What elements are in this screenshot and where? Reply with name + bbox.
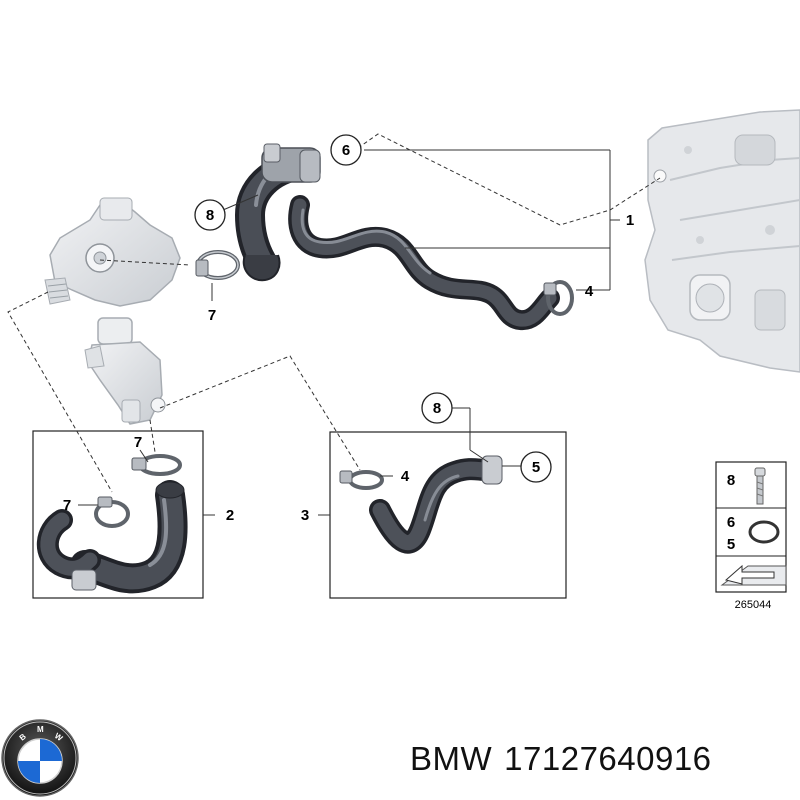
diagram-reference-number: 265044 [735,599,772,611]
hose-clamp-top [195,250,240,280]
legend-item-6: 6 [727,514,735,531]
callout-4-mid: 4 [401,468,410,485]
svg-text:8: 8 [433,400,441,417]
thermostat-housing [84,317,166,425]
svg-text:6: 6 [342,142,350,159]
legend-item-8: 8 [727,472,735,489]
part-number: 17127640916 [504,740,712,777]
callout-6: 6 [330,134,362,166]
arrow-icon [720,564,787,586]
callout-2: 2 [226,507,234,524]
callout-7-box-a: 7 [134,434,142,451]
hose-clamp-box3 [339,470,384,490]
hose-clamp-box2-b [94,496,130,528]
leader-lines [7,133,661,516]
engine-block [644,109,800,373]
callout-5: 5 [520,451,552,483]
bmw-logo: B M W [1,719,79,797]
callout-7-top: 7 [208,307,216,324]
callout-4-top: 4 [585,283,594,300]
svg-text:B: B [18,732,28,743]
callout-3: 3 [301,507,309,524]
hose-part-3 [369,455,503,554]
hose-clamp-box2-a [131,454,182,476]
legend-panel: 8 6 5 [715,461,787,593]
hose-clamp-right [543,280,574,316]
callout-1: 1 [626,212,634,229]
svg-text:5: 5 [532,459,540,476]
brand-part-number-line: BMW 17127640916 [410,740,795,786]
legend-item-5: 5 [727,536,735,553]
callout-8-mid: 8 [421,392,453,424]
upper-hose [234,143,560,331]
o-ring-icon [748,520,780,544]
brand-name: BMW [410,740,493,777]
hose-part-2 [36,480,188,594]
svg-text:M: M [37,725,44,734]
svg-text:8: 8 [206,207,214,224]
svg-text:W: W [53,731,65,743]
bolt-icon [754,467,766,505]
callout-7-box-b: 7 [63,497,71,514]
water-pump [44,197,181,307]
callout-8-top: 8 [194,199,226,231]
